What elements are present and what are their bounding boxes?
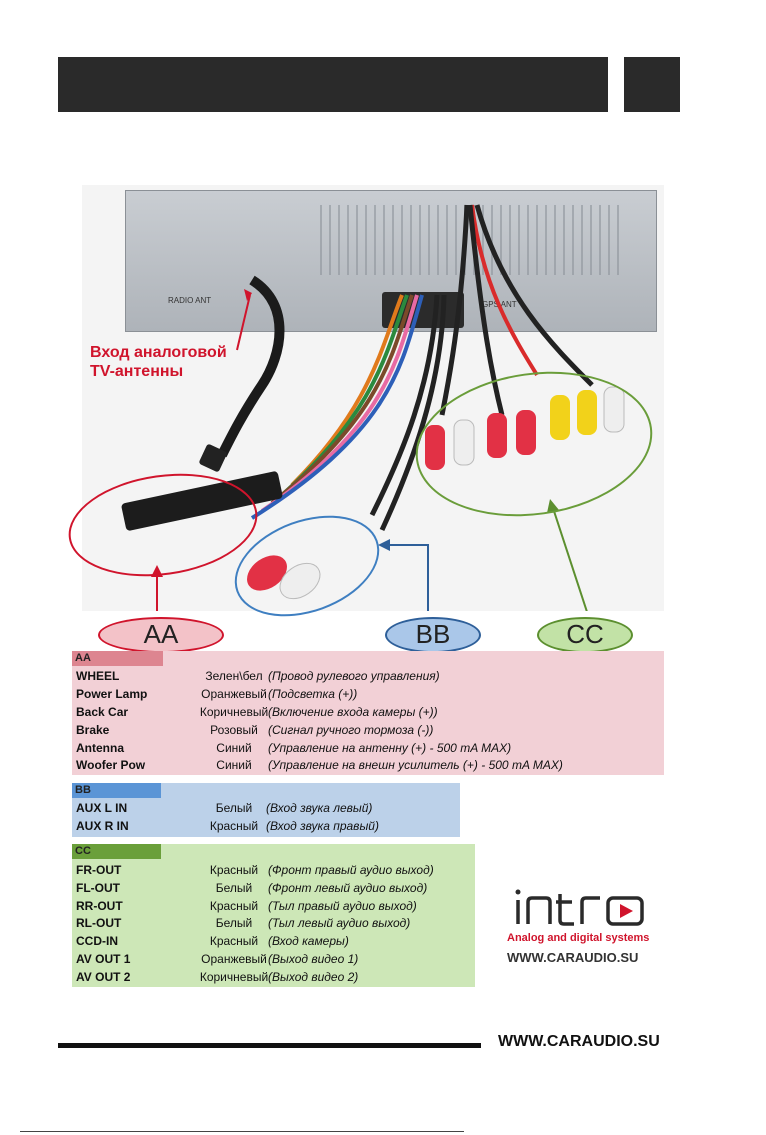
table-row: AUX R IN Красный (Вход звука правый)	[72, 817, 460, 835]
wire-color: Белый	[215, 801, 253, 815]
footer-url[interactable]: WWW.CARAUDIO.SU	[498, 1033, 660, 1050]
antenna-input-label: Вход аналоговой TV-антенны	[90, 343, 227, 381]
wire-name: FL-OUT	[76, 881, 120, 895]
page-edge-line	[20, 1131, 464, 1132]
wire-color: Красный	[209, 819, 259, 833]
table-row: RR-OUT Красный (Тыл правый аудио выход)	[72, 897, 475, 915]
cc-table-header: CC	[72, 844, 161, 859]
footer-rule	[58, 1043, 481, 1048]
table-row: CCD-IN Красный (Вход камеры)	[72, 932, 475, 950]
wire-name: Back Car	[76, 705, 129, 719]
wire-desc: (Выход видео 2)	[268, 970, 359, 984]
bb-table-header: BB	[72, 783, 161, 798]
wire-name: Woofer Pow	[76, 758, 146, 772]
bb-label: BB	[385, 617, 481, 653]
table-row: FR-OUT Красный (Фронт правый аудио выход…	[72, 861, 475, 879]
table-row: AV OUT 2 Коричневый (Выход видео 2)	[72, 968, 475, 986]
table-row: AUX L IN Белый (Вход звука левый)	[72, 799, 460, 817]
antenna-label-line2: TV-антенны	[90, 363, 184, 380]
wire-desc: (Вход камеры)	[268, 934, 349, 948]
wire-name: WHEEL	[76, 669, 120, 683]
wire-name: Antenna	[76, 741, 124, 755]
table-row: FL-OUT Белый (Фронт левый аудио выход)	[72, 879, 475, 897]
wire-color: Розовый	[210, 723, 258, 737]
wire-desc: (Тыл правый аудио выход)	[268, 899, 417, 913]
antenna-label-line1: Вход аналоговой	[90, 344, 227, 361]
wire-desc: (Фронт левый аудио выход)	[268, 881, 428, 895]
wire-name: RR-OUT	[76, 899, 123, 913]
radio-ant-stamp: RADIO ANT	[168, 296, 212, 305]
logo-url: WWW.CARAUDIO.SU	[507, 950, 639, 965]
wire-color: Коричневый	[199, 970, 269, 984]
wire-desc: (Фронт правый аудио выход)	[268, 863, 434, 877]
wire-color: Красный	[209, 899, 259, 913]
wire-name: CCD-IN	[76, 934, 118, 948]
cc-label: CC	[537, 617, 633, 653]
wire-name: AUX L IN	[76, 801, 128, 815]
wire-color: Красный	[209, 863, 259, 877]
aa-label: AA	[98, 617, 224, 653]
wire-name: FR-OUT	[76, 863, 122, 877]
aa-table-header: AA	[72, 651, 163, 666]
wire-desc: (Сигнал ручного тормоза (-))	[268, 723, 434, 737]
wire-name: RL-OUT	[76, 916, 122, 930]
wire-color: Оранжевый	[201, 952, 267, 966]
wire-color: Красный	[209, 934, 259, 948]
wire-name: Brake	[76, 723, 110, 737]
wire-desc: (Вход звука левый)	[266, 801, 373, 815]
wire-name: Power Lamp	[76, 687, 148, 701]
wire-desc: (Выход видео 1)	[268, 952, 359, 966]
bb-wire-table: BB AUX L IN Белый (Вход звука левый) AUX…	[72, 783, 460, 837]
wire-desc: (Подсветка (+))	[268, 687, 358, 701]
table-row: RL-OUT Белый (Тыл левый аудио выход)	[72, 914, 475, 932]
title-bar	[58, 57, 608, 112]
wire-desc: (Управление на внешн усилитель (+) - 500…	[268, 758, 563, 772]
wire-desc: (Вход звука правый)	[266, 819, 379, 833]
wire-desc: (Управление на антенну (+) - 500 mA MAX)	[268, 741, 512, 755]
wire-color: Зелен\бел	[205, 669, 263, 683]
wire-name: AUX R IN	[76, 819, 129, 833]
wire-name: AV OUT 2	[76, 970, 131, 984]
table-row: Antenna Синий (Управление на антенну (+)…	[72, 739, 664, 757]
wire-name: AV OUT 1	[76, 952, 131, 966]
wiring-illustration	[121, 204, 625, 611]
wire-desc: (Тыл левый аудио выход)	[268, 916, 411, 930]
wire-desc: (Включение входа камеры (+))	[268, 705, 438, 719]
wire-color: Белый	[215, 881, 253, 895]
wire-color: Коричневый	[199, 705, 269, 719]
table-row: AV OUT 1 Оранжевый (Выход видео 1)	[72, 950, 475, 968]
cc-wire-table: CC FR-OUT Красный (Фронт правый аудио вы…	[72, 844, 475, 987]
aa-wire-table: AA WHEEL Зелен\бел (Провод рулевого упра…	[72, 651, 664, 775]
logo-tagline: Analog and digital systems	[507, 932, 650, 944]
wire-color: Синий	[216, 758, 252, 772]
wire-color: Синий	[216, 741, 252, 755]
wire-color: Белый	[215, 916, 253, 930]
page-number-box	[624, 57, 680, 112]
table-row: Brake Розовый (Сигнал ручного тормоза (-…	[72, 721, 664, 739]
intro-logo	[515, 889, 644, 926]
wire-color: Оранжевый	[201, 687, 267, 701]
wire-desc: (Провод рулевого управления)	[268, 669, 440, 683]
table-row: Power Lamp Оранжевый (Подсветка (+))	[72, 685, 664, 703]
table-row: Woofer Pow Синий (Управление на внешн ус…	[72, 756, 664, 774]
table-row: WHEEL Зелен\бел (Провод рулевого управле…	[72, 667, 664, 685]
table-row: Back Car Коричневый (Включение входа кам…	[72, 703, 664, 721]
